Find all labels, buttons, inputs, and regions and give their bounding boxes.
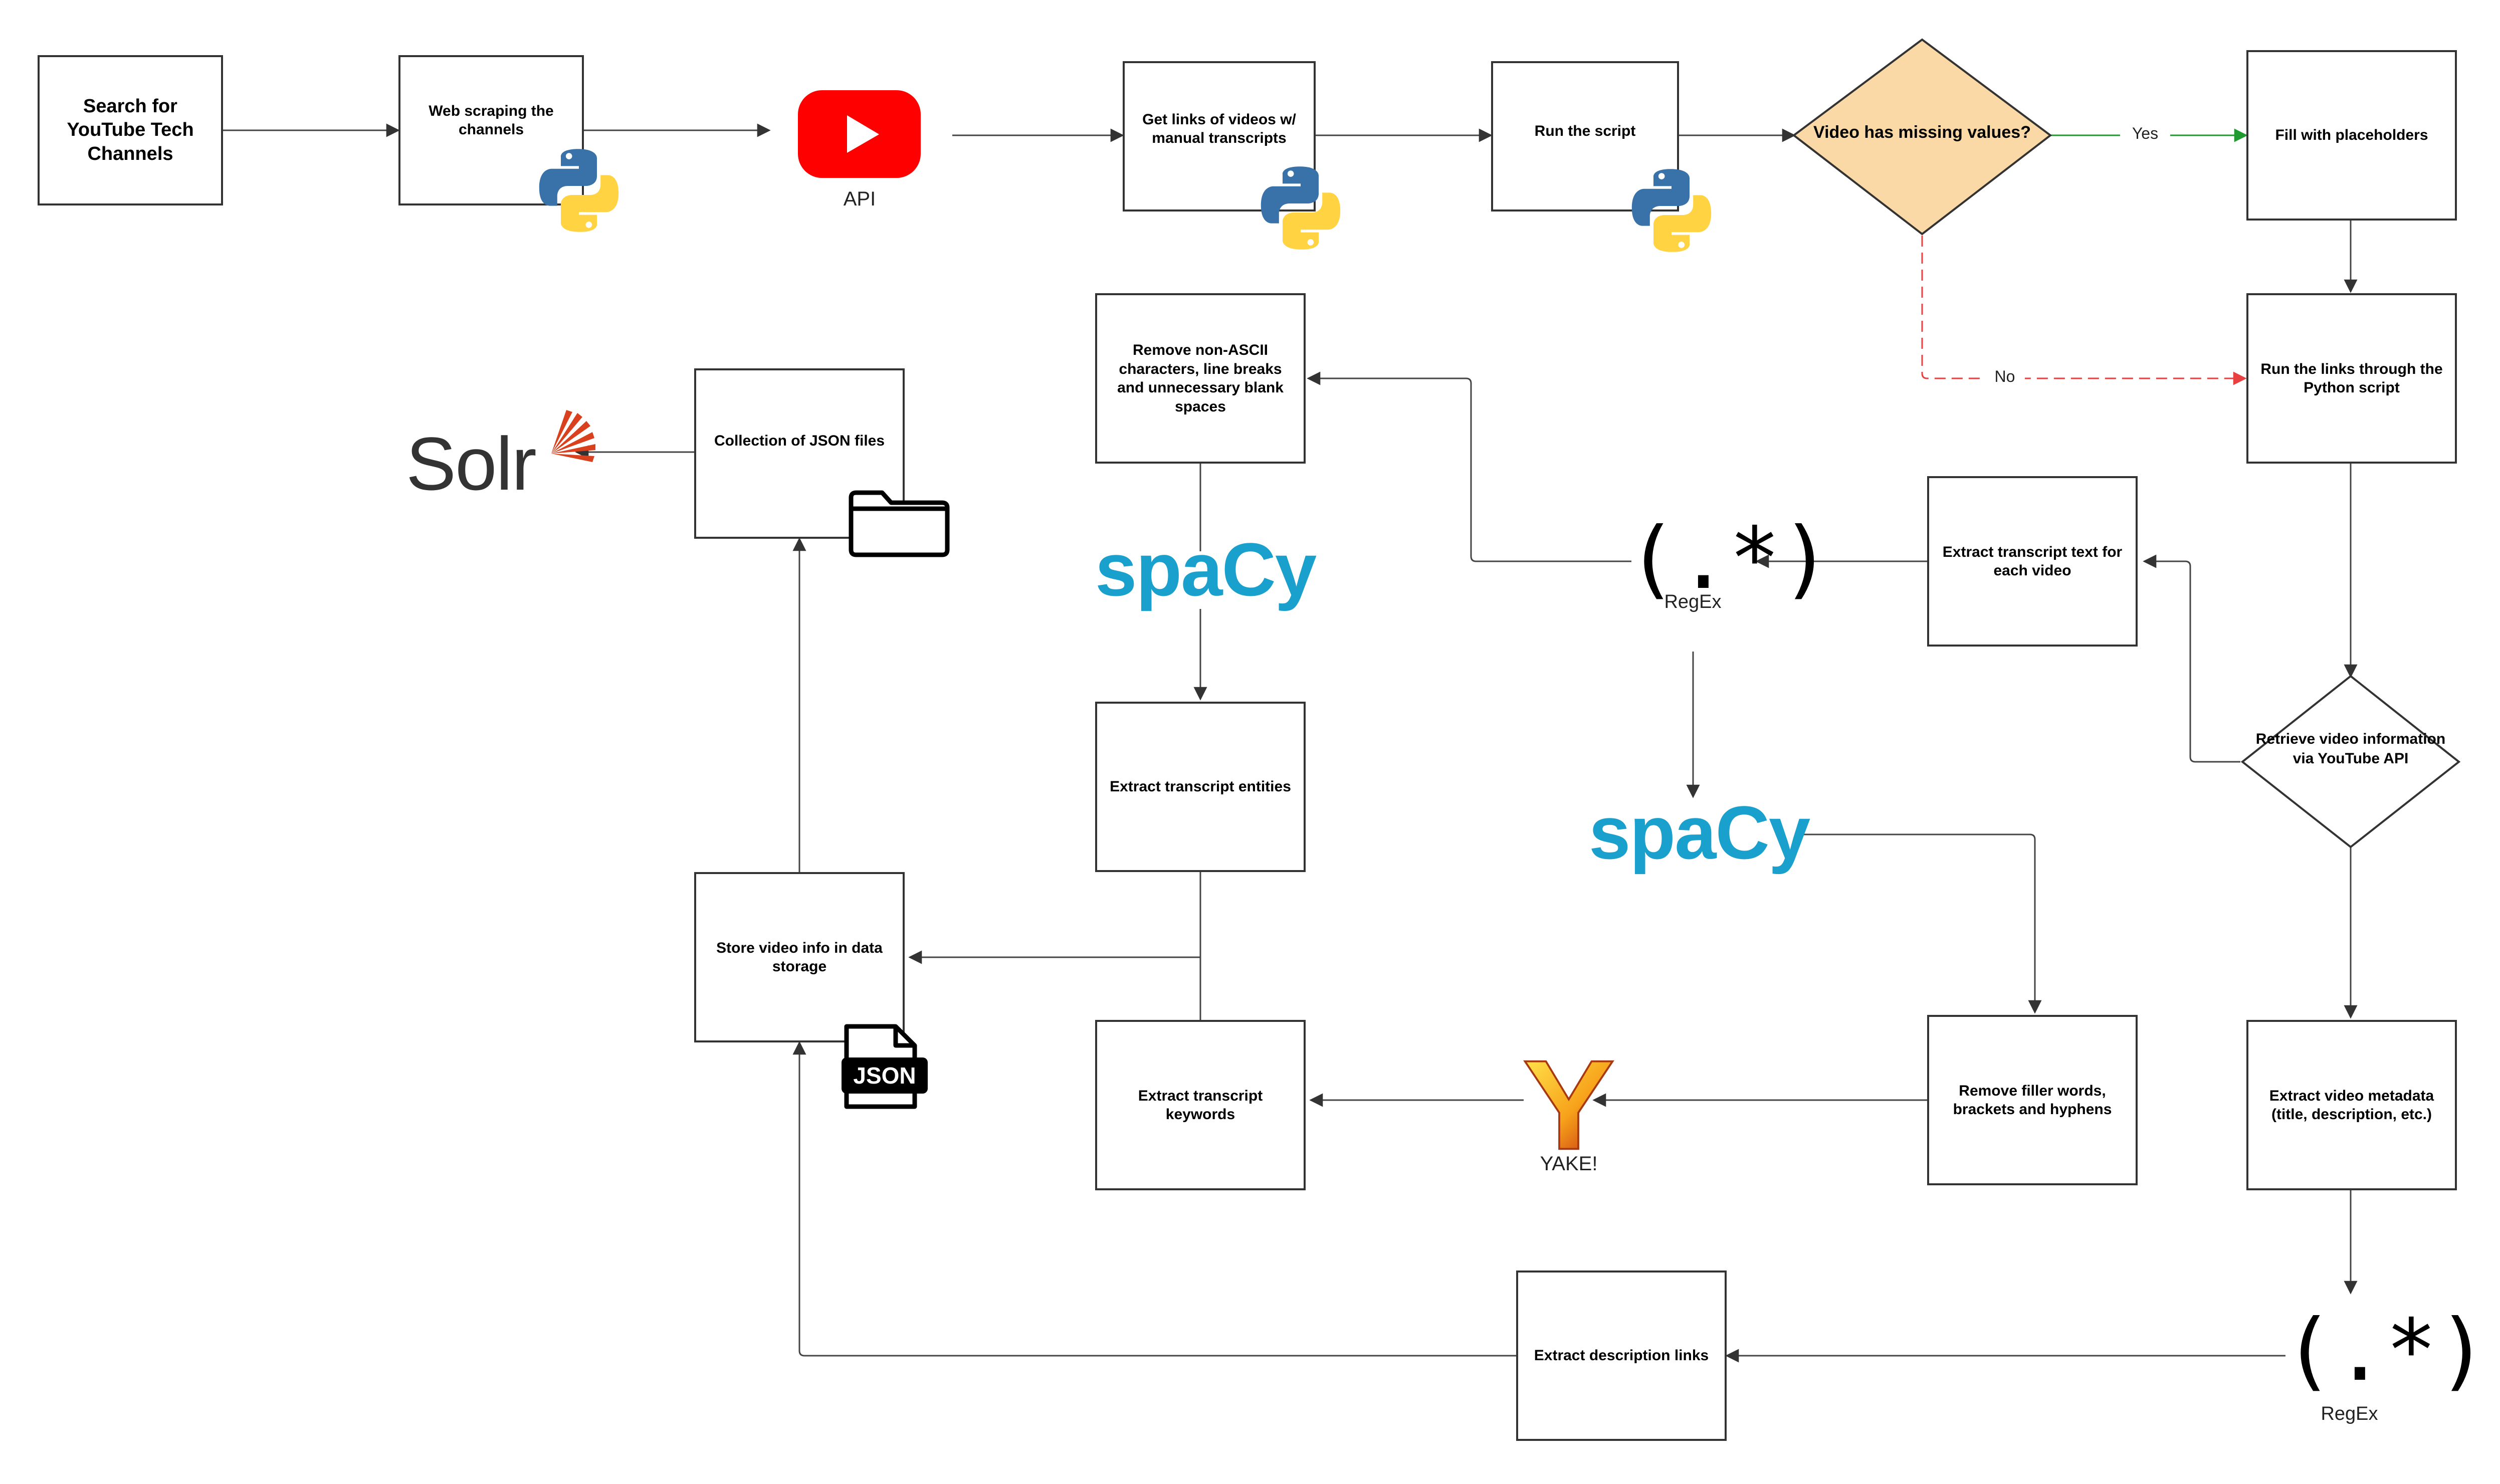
- box-run-script: Run the script: [1491, 61, 1679, 211]
- box-search-channels: Search for YouTube Tech Channels: [38, 55, 223, 205]
- regex-label: RegEx: [2321, 1403, 2378, 1424]
- edge-regex-to-removeascii: [1307, 371, 1631, 562]
- box-extract-entities: Extract transcript entities: [1095, 702, 1306, 872]
- json-file-label: JSON: [853, 1063, 916, 1089]
- spacy-logo: spaCy: [1589, 790, 1810, 875]
- box-extract-transcript-text: Extract transcript text for each video: [1927, 476, 2138, 647]
- box-remove-filler: Remove filler words, brackets and hyphen…: [1927, 1015, 2138, 1185]
- regex-label: RegEx: [1664, 591, 1722, 612]
- regex-icon: (.*): [1626, 509, 1832, 608]
- box-run-links: Run the links through the Python script: [2246, 293, 2457, 464]
- decision-retrieve-info-label: Retrieve video information via YouTube A…: [2255, 731, 2446, 767]
- folder-icon: [849, 490, 950, 557]
- decision-missing-values: [1792, 38, 2052, 236]
- spacy-logo: spaCy: [1095, 527, 1317, 611]
- regex-icon: (.*): [2283, 1301, 2488, 1400]
- solr-sunburst-icon: [551, 410, 595, 462]
- decision-retrieve-info: [2240, 675, 2461, 849]
- box-fill-placeholders: Fill with placeholders: [2246, 50, 2457, 221]
- edge-spacy-to-removefiller: [1799, 833, 2042, 1014]
- json-file-icon: JSON: [842, 1024, 928, 1109]
- edge-desclinks-to-store: [792, 1041, 1516, 1357]
- decision-missing-values-label: Video has missing values?: [1813, 123, 2031, 142]
- box-store-video-info: Store video info in data storage: [694, 872, 905, 1042]
- python-icon: [1261, 166, 1341, 250]
- box-extract-desc-links: Extract description links: [1516, 1270, 1727, 1441]
- edge-no: [1921, 236, 2247, 385]
- box-extract-metadata: Extract video metadata (title, descripti…: [2246, 1020, 2457, 1190]
- api-label: API: [843, 188, 876, 210]
- yake-icon: [1523, 1060, 1614, 1150]
- youtube-icon: [798, 90, 921, 178]
- python-icon: [539, 149, 619, 232]
- box-extract-keywords: Extract transcript keywords: [1095, 1020, 1306, 1190]
- edge-label-no: No: [1985, 367, 2025, 386]
- edge-label-yes: Yes: [2120, 124, 2170, 143]
- box-remove-non-ascii: Remove non-ASCII characters, line breaks…: [1095, 293, 1306, 464]
- yake-label: YAKE!: [1540, 1153, 1598, 1175]
- solr-logo: Solr: [406, 421, 537, 506]
- python-icon: [1631, 169, 1712, 252]
- edge-retrieve-to-transcript: [2143, 554, 2240, 763]
